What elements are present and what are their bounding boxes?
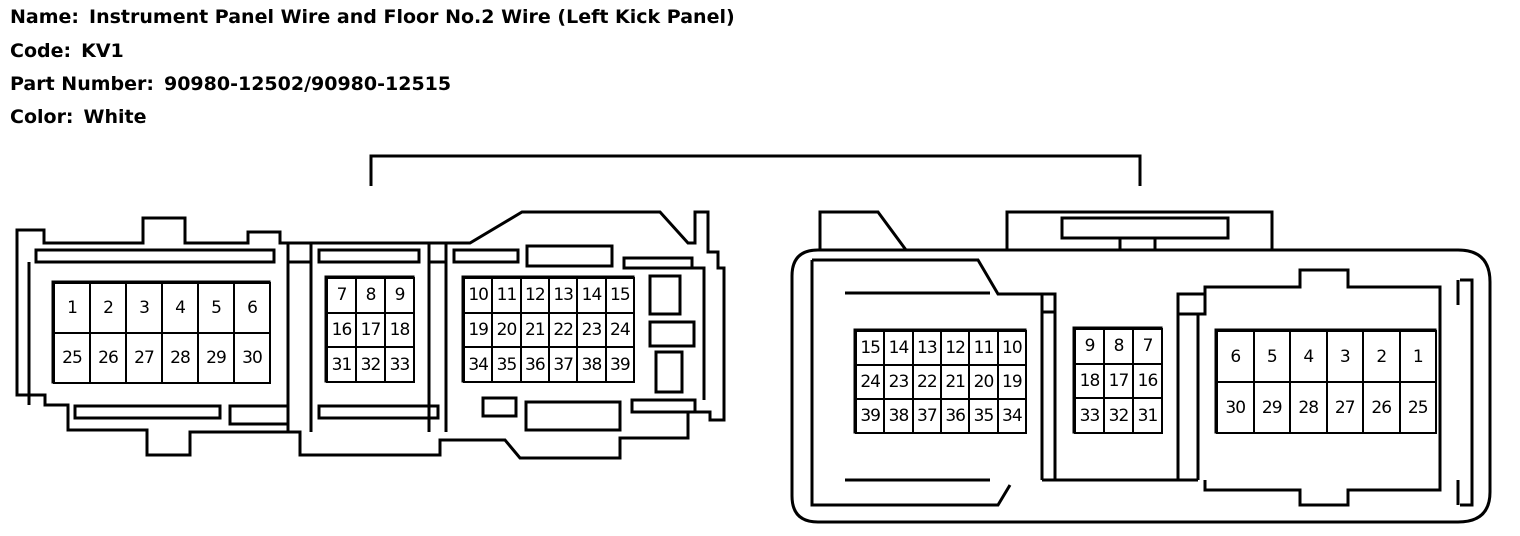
pin-left-c: 36 [519, 346, 550, 383]
pin-right-b: 8 [1103, 328, 1134, 365]
mating-bracket [369, 154, 1142, 186]
pin-right-a: 13 [911, 330, 942, 366]
pin-left-b: 8 [355, 277, 386, 314]
pin-right-a: 11 [968, 330, 999, 366]
pin-right-b: 32 [1103, 397, 1134, 434]
pin-right-b: 9 [1074, 328, 1105, 365]
pin-right-a: 24 [855, 364, 886, 400]
pin-left-b: 17 [355, 311, 386, 349]
pin-right-c: 5 [1252, 330, 1291, 383]
pin-left-c: 15 [604, 277, 635, 314]
pin-left-c: 10 [463, 277, 494, 314]
pin-left-a: 2 [89, 282, 127, 334]
pin-left-a: 26 [89, 332, 127, 384]
pin-left-b: 18 [384, 311, 415, 349]
name-line: Name: Instrument Panel Wire and Floor No.… [10, 6, 735, 28]
pin-left-c: 24 [604, 311, 635, 349]
pin-left-a: 25 [53, 332, 91, 384]
pin-right-a: 36 [940, 398, 971, 434]
pin-left-a: 28 [161, 332, 199, 384]
pin-right-a: 14 [883, 330, 914, 366]
pin-left-c: 23 [576, 311, 607, 349]
color-label: Color: [10, 106, 74, 128]
pin-left-a: 29 [197, 332, 235, 384]
pin-left-c: 13 [548, 277, 579, 314]
pin-right-b: 18 [1074, 362, 1105, 400]
pin-left-a: 6 [233, 282, 271, 334]
pin-left-c: 35 [491, 346, 522, 383]
pin-right-b: 16 [1132, 362, 1163, 400]
pin-left-c: 21 [519, 311, 550, 349]
pin-left-b: 9 [384, 277, 415, 314]
pin-left-a: 3 [125, 282, 163, 334]
left-connector-housing [15, 210, 726, 460]
pin-right-c: 28 [1289, 381, 1328, 434]
color-value: White [83, 106, 147, 128]
pin-right-a: 20 [968, 364, 999, 400]
pin-right-b: 7 [1132, 328, 1163, 365]
pin-right-a: 34 [996, 398, 1027, 434]
part-number-line: Part Number: 90980-12502/90980-12515 [10, 73, 451, 95]
pin-right-c: 6 [1216, 330, 1255, 383]
pin-right-a: 39 [855, 398, 886, 434]
pin-left-a: 1 [53, 282, 91, 334]
pin-left-b: 33 [384, 346, 415, 383]
pin-left-c: 12 [519, 277, 550, 314]
pin-right-c: 25 [1398, 381, 1437, 434]
pin-right-a: 22 [911, 364, 942, 400]
pin-left-b: 7 [326, 277, 357, 314]
pin-left-b: 32 [355, 346, 386, 383]
code-label: Code: [10, 40, 72, 62]
pin-left-c: 39 [604, 346, 635, 383]
right-connector-housing [790, 210, 1492, 524]
pin-right-c: 29 [1252, 381, 1291, 434]
pin-right-c: 4 [1289, 330, 1328, 383]
pin-right-b: 31 [1132, 397, 1163, 434]
pin-left-a: 30 [233, 332, 271, 384]
pin-right-c: 1 [1398, 330, 1437, 383]
code-line: Code: KV1 [10, 40, 124, 62]
pin-left-c: 19 [463, 311, 494, 349]
pin-left-c: 38 [576, 346, 607, 383]
pin-left-b: 31 [326, 346, 357, 383]
pin-right-a: 37 [911, 398, 942, 434]
part-number-label: Part Number: [10, 73, 154, 95]
pin-left-c: 20 [491, 311, 522, 349]
pin-right-a: 19 [996, 364, 1027, 400]
pin-left-c: 22 [548, 311, 579, 349]
pin-left-a: 27 [125, 332, 163, 384]
pin-right-c: 3 [1325, 330, 1364, 383]
pin-right-a: 10 [996, 330, 1027, 366]
pin-left-c: 37 [548, 346, 579, 383]
pin-right-a: 23 [883, 364, 914, 400]
code-value: KV1 [81, 40, 124, 62]
pin-right-c: 26 [1362, 381, 1401, 434]
color-line: Color: White [10, 106, 147, 128]
pin-right-c: 2 [1362, 330, 1401, 383]
pin-right-a: 38 [883, 398, 914, 434]
pin-right-a: 21 [940, 364, 971, 400]
pin-left-c: 14 [576, 277, 607, 314]
name-label: Name: [10, 6, 80, 28]
pin-left-b: 16 [326, 311, 357, 349]
pin-left-a: 4 [161, 282, 199, 334]
pin-left-a: 5 [197, 282, 235, 334]
part-number-value: 90980-12502/90980-12515 [163, 73, 452, 95]
pin-right-a: 12 [940, 330, 971, 366]
pin-right-c: 27 [1325, 381, 1364, 434]
pin-right-b: 33 [1074, 397, 1105, 434]
pin-right-a: 15 [855, 330, 886, 366]
pin-right-b: 17 [1103, 362, 1134, 400]
pin-left-c: 34 [463, 346, 494, 383]
name-value: Instrument Panel Wire and Floor No.2 Wir… [89, 6, 735, 28]
pin-left-c: 11 [491, 277, 522, 314]
pin-right-a: 35 [968, 398, 999, 434]
pin-right-c: 30 [1216, 381, 1255, 434]
